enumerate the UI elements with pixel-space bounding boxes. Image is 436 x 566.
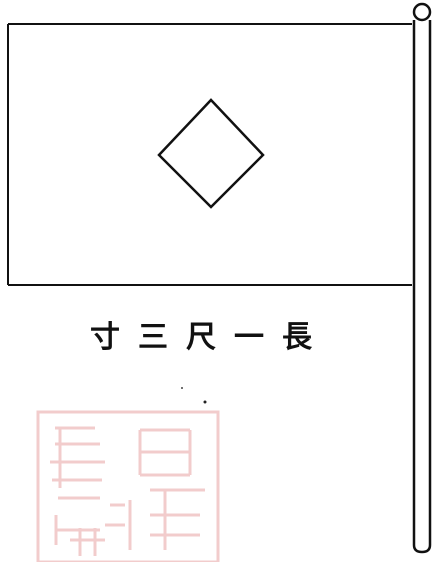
- ink-dot: [181, 387, 183, 389]
- seal-stamp: [36, 410, 220, 564]
- pole-finial: [412, 2, 432, 22]
- diamond-emblem: [157, 98, 265, 209]
- flag-pole: [412, 20, 432, 554]
- flag-caption: 寸三尺一長: [90, 320, 330, 355]
- ink-dot: [203, 400, 207, 404]
